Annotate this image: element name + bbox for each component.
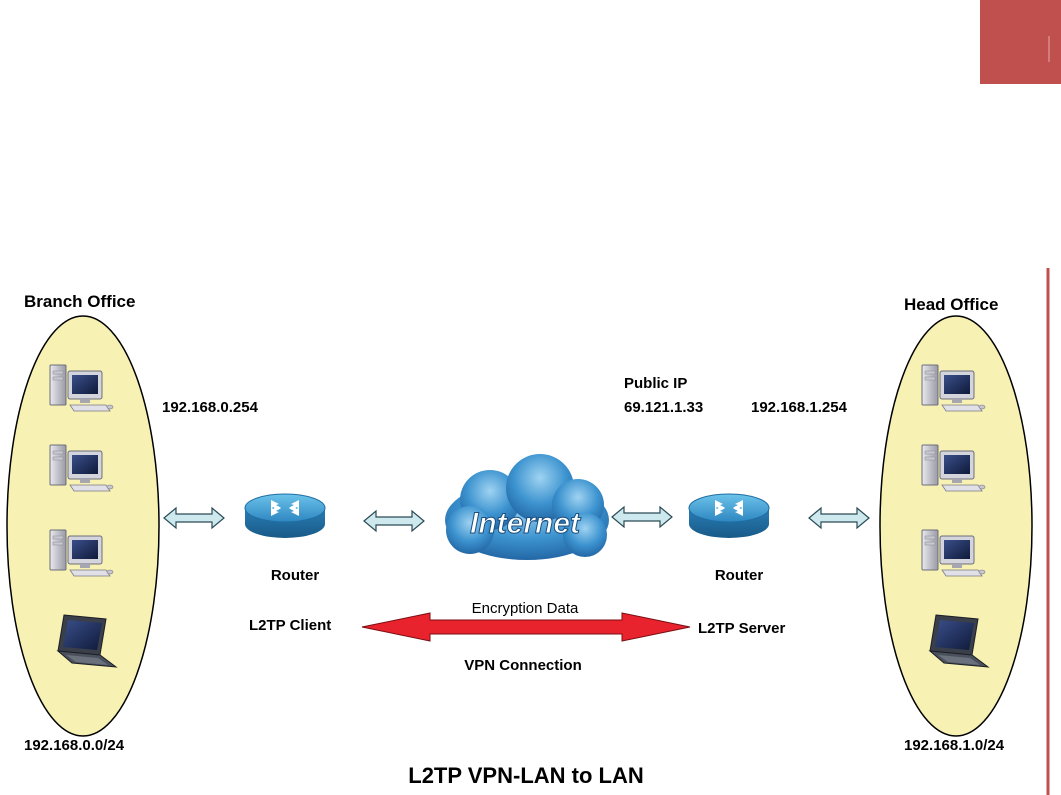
internet-label: Internet bbox=[470, 507, 582, 540]
branch-vpn-role: L2TP Client bbox=[249, 617, 331, 634]
head-office-title: Head Office bbox=[904, 295, 998, 314]
head-router-icon bbox=[689, 494, 769, 538]
vpn-tunnel-arrow bbox=[362, 613, 690, 641]
branch-wan-link-arrow bbox=[364, 511, 424, 531]
branch-gateway-ip: 192.168.0.254 bbox=[162, 399, 259, 416]
head-subnet: 192.168.1.0/24 bbox=[904, 737, 1005, 754]
head-vpn-role: L2TP Server bbox=[698, 620, 785, 637]
branch-router-icon bbox=[245, 494, 325, 538]
branch-subnet: 192.168.0.0/24 bbox=[24, 737, 125, 754]
branch-office-title: Branch Office bbox=[24, 292, 135, 311]
head-public-ip: 69.121.1.33 bbox=[624, 399, 703, 416]
branch-router-label: Router bbox=[271, 567, 319, 584]
branch-lan-link-arrow bbox=[164, 508, 224, 528]
vpn-connection-label: VPN Connection bbox=[464, 657, 582, 674]
head-router-label: Router bbox=[715, 567, 763, 584]
head-wan-link-arrow bbox=[612, 507, 672, 527]
head-lan-link-arrow bbox=[809, 508, 869, 528]
encryption-data-label: Encryption Data bbox=[472, 600, 579, 617]
diagram-caption: L2TP VPN-LAN to LAN bbox=[408, 763, 643, 788]
head-gateway-ip: 192.168.1.254 bbox=[751, 399, 848, 416]
head-public-ip-label: Public IP bbox=[624, 375, 687, 392]
